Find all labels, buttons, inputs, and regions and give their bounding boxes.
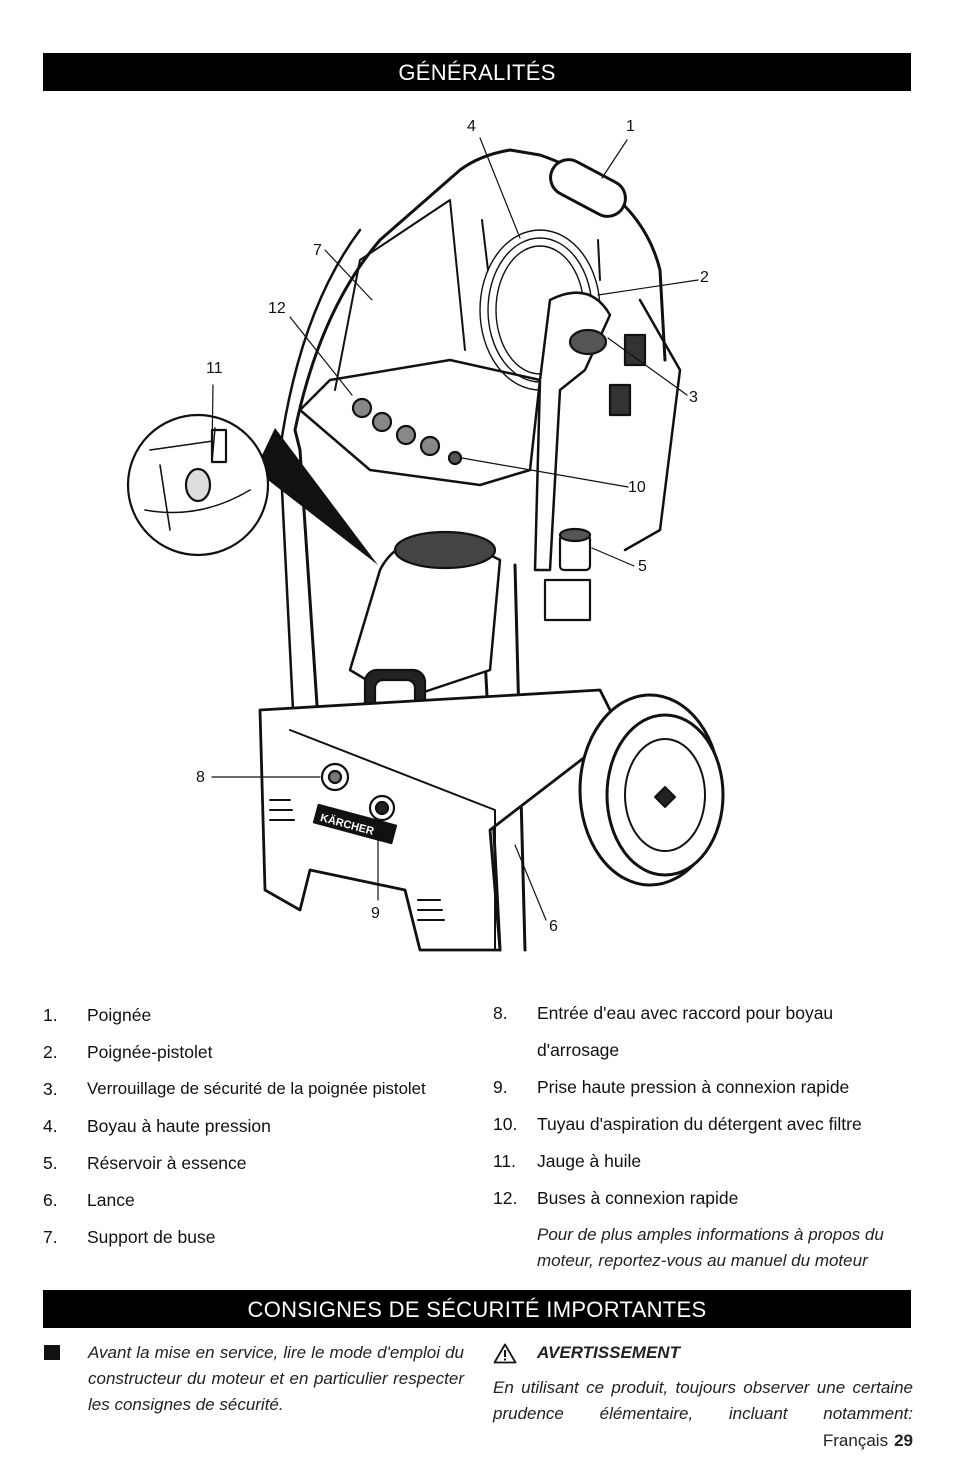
callout-5: 5 <box>638 558 647 575</box>
warning-heading: AVERTISSEMENT <box>493 1343 680 1369</box>
warning-label: AVERTISSEMENT <box>537 1343 680 1362</box>
section-header-safety: CONSIGNES DE SÉCURITÉ IMPORTANTES <box>43 1290 911 1328</box>
callout-8: 8 <box>196 769 205 786</box>
parts-list-right: 8.Entrée d'eau avec raccord pour boyau d… <box>493 1003 913 1225</box>
handle-frame <box>278 148 667 952</box>
bullet-square <box>44 1345 60 1360</box>
list-item: 10.Tuyau d'aspiration du détergent avec … <box>493 1114 862 1134</box>
callout-9: 9 <box>371 905 380 922</box>
callout-7: 7 <box>313 242 322 259</box>
list-item: 9.Prise haute pression à connexion rapid… <box>493 1077 850 1097</box>
list-item: 8.Entrée d'eau avec raccord pour boyau <box>493 1003 834 1023</box>
callout-3: 3 <box>689 389 698 406</box>
section-header-generalites: GÉNÉRALITÉS <box>43 53 911 91</box>
engine <box>348 530 502 732</box>
safety-instruction: Avant la mise en service, lire le mode d… <box>88 1343 464 1414</box>
page-number: 29 <box>894 1431 913 1450</box>
page-footer: Français 29 <box>823 1431 913 1451</box>
fuel-tank <box>543 527 592 622</box>
wheel <box>578 693 725 887</box>
callout-6: 6 <box>549 918 558 935</box>
callout-10: 10 <box>628 479 646 496</box>
pressure-washer-diagram: KÄRCHER <box>126 137 725 952</box>
spray-gun <box>533 291 682 572</box>
engine-manual-note: Pour de plus amples informations à propo… <box>537 1225 884 1270</box>
list-item: 4.Boyau à haute pression <box>43 1116 271 1136</box>
list-item: 1.Poignée <box>43 1005 152 1025</box>
callout-1: 1 <box>626 118 635 135</box>
list-item: 11.Jauge à huile <box>493 1151 642 1171</box>
parts-list-left: 1.Poignée 2.Poignée-pistolet 3.Verrouill… <box>43 1005 473 1264</box>
callout-leaders <box>211 137 699 921</box>
chassis-base: KÄRCHER <box>258 688 622 952</box>
nozzle-holder <box>298 199 542 487</box>
list-item: 5.Réservoir à essence <box>43 1153 247 1173</box>
list-item-continuation: d'arrosage <box>537 1040 620 1060</box>
list-item: 3.Verrouillage de sécurité de la poignée… <box>43 1079 426 1099</box>
warning-text: En utilisant ce produit, toujours observ… <box>493 1378 913 1423</box>
list-item: 12.Buses à connexion rapide <box>493 1188 739 1208</box>
list-item: 6.Lance <box>43 1190 135 1210</box>
callout-11: 11 <box>206 360 223 377</box>
list-item: 7.Support de buse <box>43 1227 216 1247</box>
warning-triangle-icon <box>493 1343 517 1364</box>
callout-12: 12 <box>268 300 286 317</box>
oil-gauge-inset <box>126 413 378 565</box>
callout-4: 4 <box>467 118 476 135</box>
callout-2: 2 <box>700 269 709 286</box>
footer-language: Français <box>822 1431 889 1450</box>
list-item: 2.Poignée-pistolet <box>43 1042 213 1062</box>
